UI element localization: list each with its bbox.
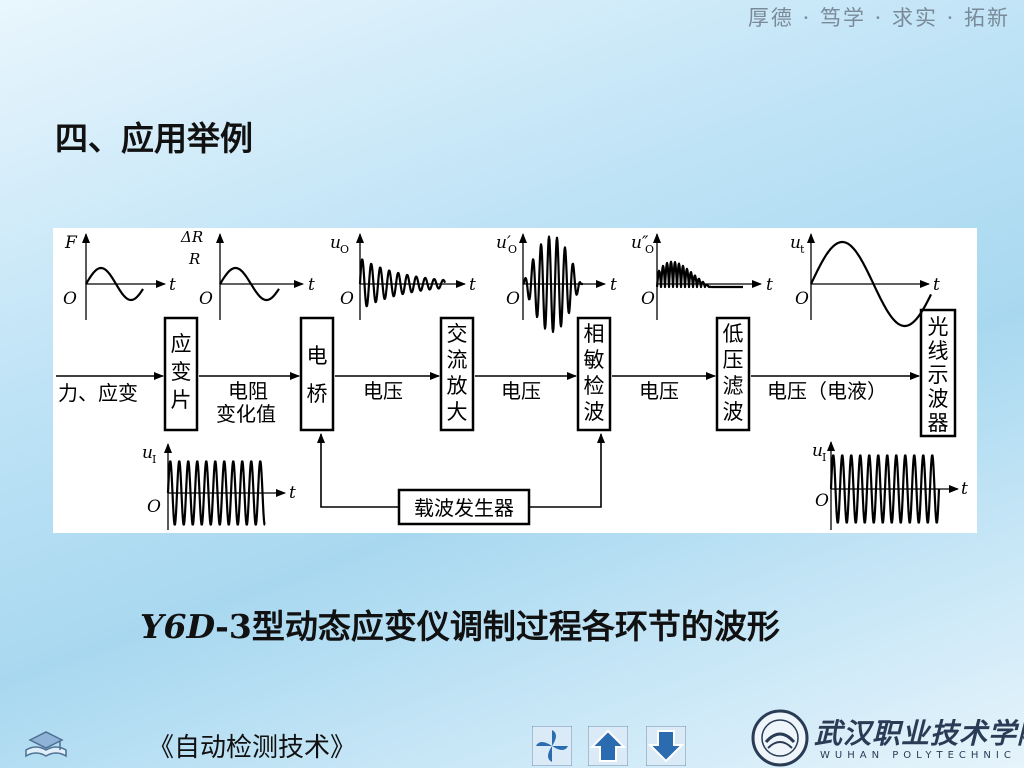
signal-label: 变化值	[216, 402, 276, 426]
wave-ylabel: ΔR	[180, 228, 203, 246]
signal-label: 电压（电液）	[767, 379, 887, 403]
block-label: 相	[584, 322, 605, 346]
block-label: 流	[447, 348, 468, 372]
block-label: 器	[928, 411, 949, 435]
wave-ylabel: u	[812, 441, 823, 461]
wave-ylabel-sub: O	[645, 243, 654, 256]
signal-label: 电阻	[228, 379, 268, 403]
carrier-label: 载波发生器	[414, 496, 514, 520]
wave-origin: O	[340, 289, 354, 309]
wave-origin: O	[506, 289, 520, 309]
wave-xlabel: t	[289, 483, 296, 503]
wave-ylabel: u	[142, 443, 153, 463]
block-label: 检	[584, 374, 605, 398]
wave-ylabel: R	[188, 250, 200, 268]
caption-model: Y6D	[140, 607, 216, 646]
wave-ylabel-sub: t	[800, 243, 805, 256]
block-label: 变	[171, 360, 192, 384]
block-label: 压	[723, 348, 744, 372]
school-emblem-icon	[751, 709, 809, 767]
wave-ylabel: u′	[496, 233, 511, 253]
wave-ylabel-sub: I	[822, 451, 826, 464]
block-ac-amplifier	[439, 316, 475, 432]
block-label: 滤	[723, 374, 744, 398]
wave-xlabel: t	[469, 275, 476, 295]
signal-label: 电压	[501, 379, 541, 403]
block-phase-detector	[576, 316, 612, 432]
carrier-to-detector-arrow	[529, 433, 605, 508]
wave-origin: O	[63, 289, 77, 309]
block-label: 线	[928, 339, 949, 363]
previous-arrow-icon[interactable]	[588, 726, 628, 766]
block-label: 电	[307, 344, 328, 368]
waveform-curve	[85, 266, 144, 302]
course-title: 《自动检测技术》	[148, 733, 357, 763]
block-label: 光	[928, 315, 949, 339]
wave-ylabel: F	[64, 233, 78, 253]
wave-ylabel: u	[330, 233, 341, 253]
book-icon	[25, 731, 67, 758]
waveform-curve	[358, 258, 447, 308]
block-label: 示	[928, 363, 949, 387]
block-label: 敏	[584, 348, 605, 372]
block-label: 大	[447, 400, 468, 424]
next-arrow-icon[interactable]	[646, 726, 686, 766]
wave-ylabel: u	[790, 233, 801, 253]
school-name-en: WUHAN POLYTECHNIC	[820, 750, 1016, 761]
school-name-cn: 武汉职业技术学院	[814, 717, 1024, 750]
waveform-curve	[522, 235, 584, 334]
block-strain-gauge	[163, 316, 199, 432]
block-label: 片	[171, 388, 192, 412]
wave-xlabel: t	[610, 275, 617, 295]
slide-title: 四、应用举例	[55, 119, 253, 158]
home-pinwheel-icon[interactable]	[532, 726, 572, 766]
wave-xlabel: t	[169, 275, 176, 295]
wave-origin: O	[199, 289, 213, 309]
carrier-to-bridge-arrow	[317, 433, 399, 508]
waveform-curve	[219, 266, 280, 302]
caption-model-suffix: -3	[215, 607, 252, 646]
waveform-curve	[166, 460, 266, 526]
wave-origin: O	[795, 289, 809, 309]
wave-origin: O	[815, 491, 829, 511]
school-logo: 武汉职业技术学院 WUHAN POLYTECHNIC	[748, 708, 1024, 768]
block-label: 波	[584, 400, 605, 424]
signal-label: 电压	[639, 379, 679, 403]
wave-xlabel: t	[308, 275, 315, 295]
wave-ylabel-sub: O	[340, 243, 349, 256]
modulation-block-diagram: 应 变 片 电 桥 交 流 放 大 相 敏 检 波 低 压 滤 波 光 线 示 …	[53, 228, 977, 533]
waveform-curve	[655, 260, 744, 289]
wave-ylabel-sub: O	[508, 243, 517, 256]
wave-origin: O	[641, 289, 655, 309]
block-label: 交	[447, 322, 468, 346]
block-label: 应	[171, 332, 192, 356]
wave-origin: O	[147, 497, 161, 517]
figure-caption: Y6D-3型动态应变仪调制过程各环节的波形	[140, 600, 780, 648]
caption-text: 型动态应变仪调制过程各环节的波形	[251, 607, 780, 646]
wave-xlabel: t	[933, 275, 940, 295]
block-label: 桥	[307, 382, 328, 406]
signal-label: 电压	[363, 379, 403, 403]
school-motto: 厚德 · 笃学 · 求实 · 拓新	[747, 6, 1010, 30]
block-oscilloscope	[919, 308, 957, 438]
wave-xlabel: t	[766, 275, 773, 295]
block-label: 波	[928, 387, 949, 411]
waveform-curve	[829, 454, 941, 524]
waveform-curve	[810, 240, 932, 328]
wave-ylabel: u″	[631, 233, 649, 253]
block-lowpass-filter	[715, 316, 751, 432]
signal-label: 力、应变	[58, 381, 138, 405]
block-bridge	[299, 316, 335, 432]
block-label: 波	[723, 400, 744, 424]
block-label: 放	[447, 374, 468, 398]
block-label: 低	[723, 322, 744, 346]
wave-xlabel: t	[961, 479, 968, 499]
wave-ylabel-sub: I	[152, 453, 156, 466]
